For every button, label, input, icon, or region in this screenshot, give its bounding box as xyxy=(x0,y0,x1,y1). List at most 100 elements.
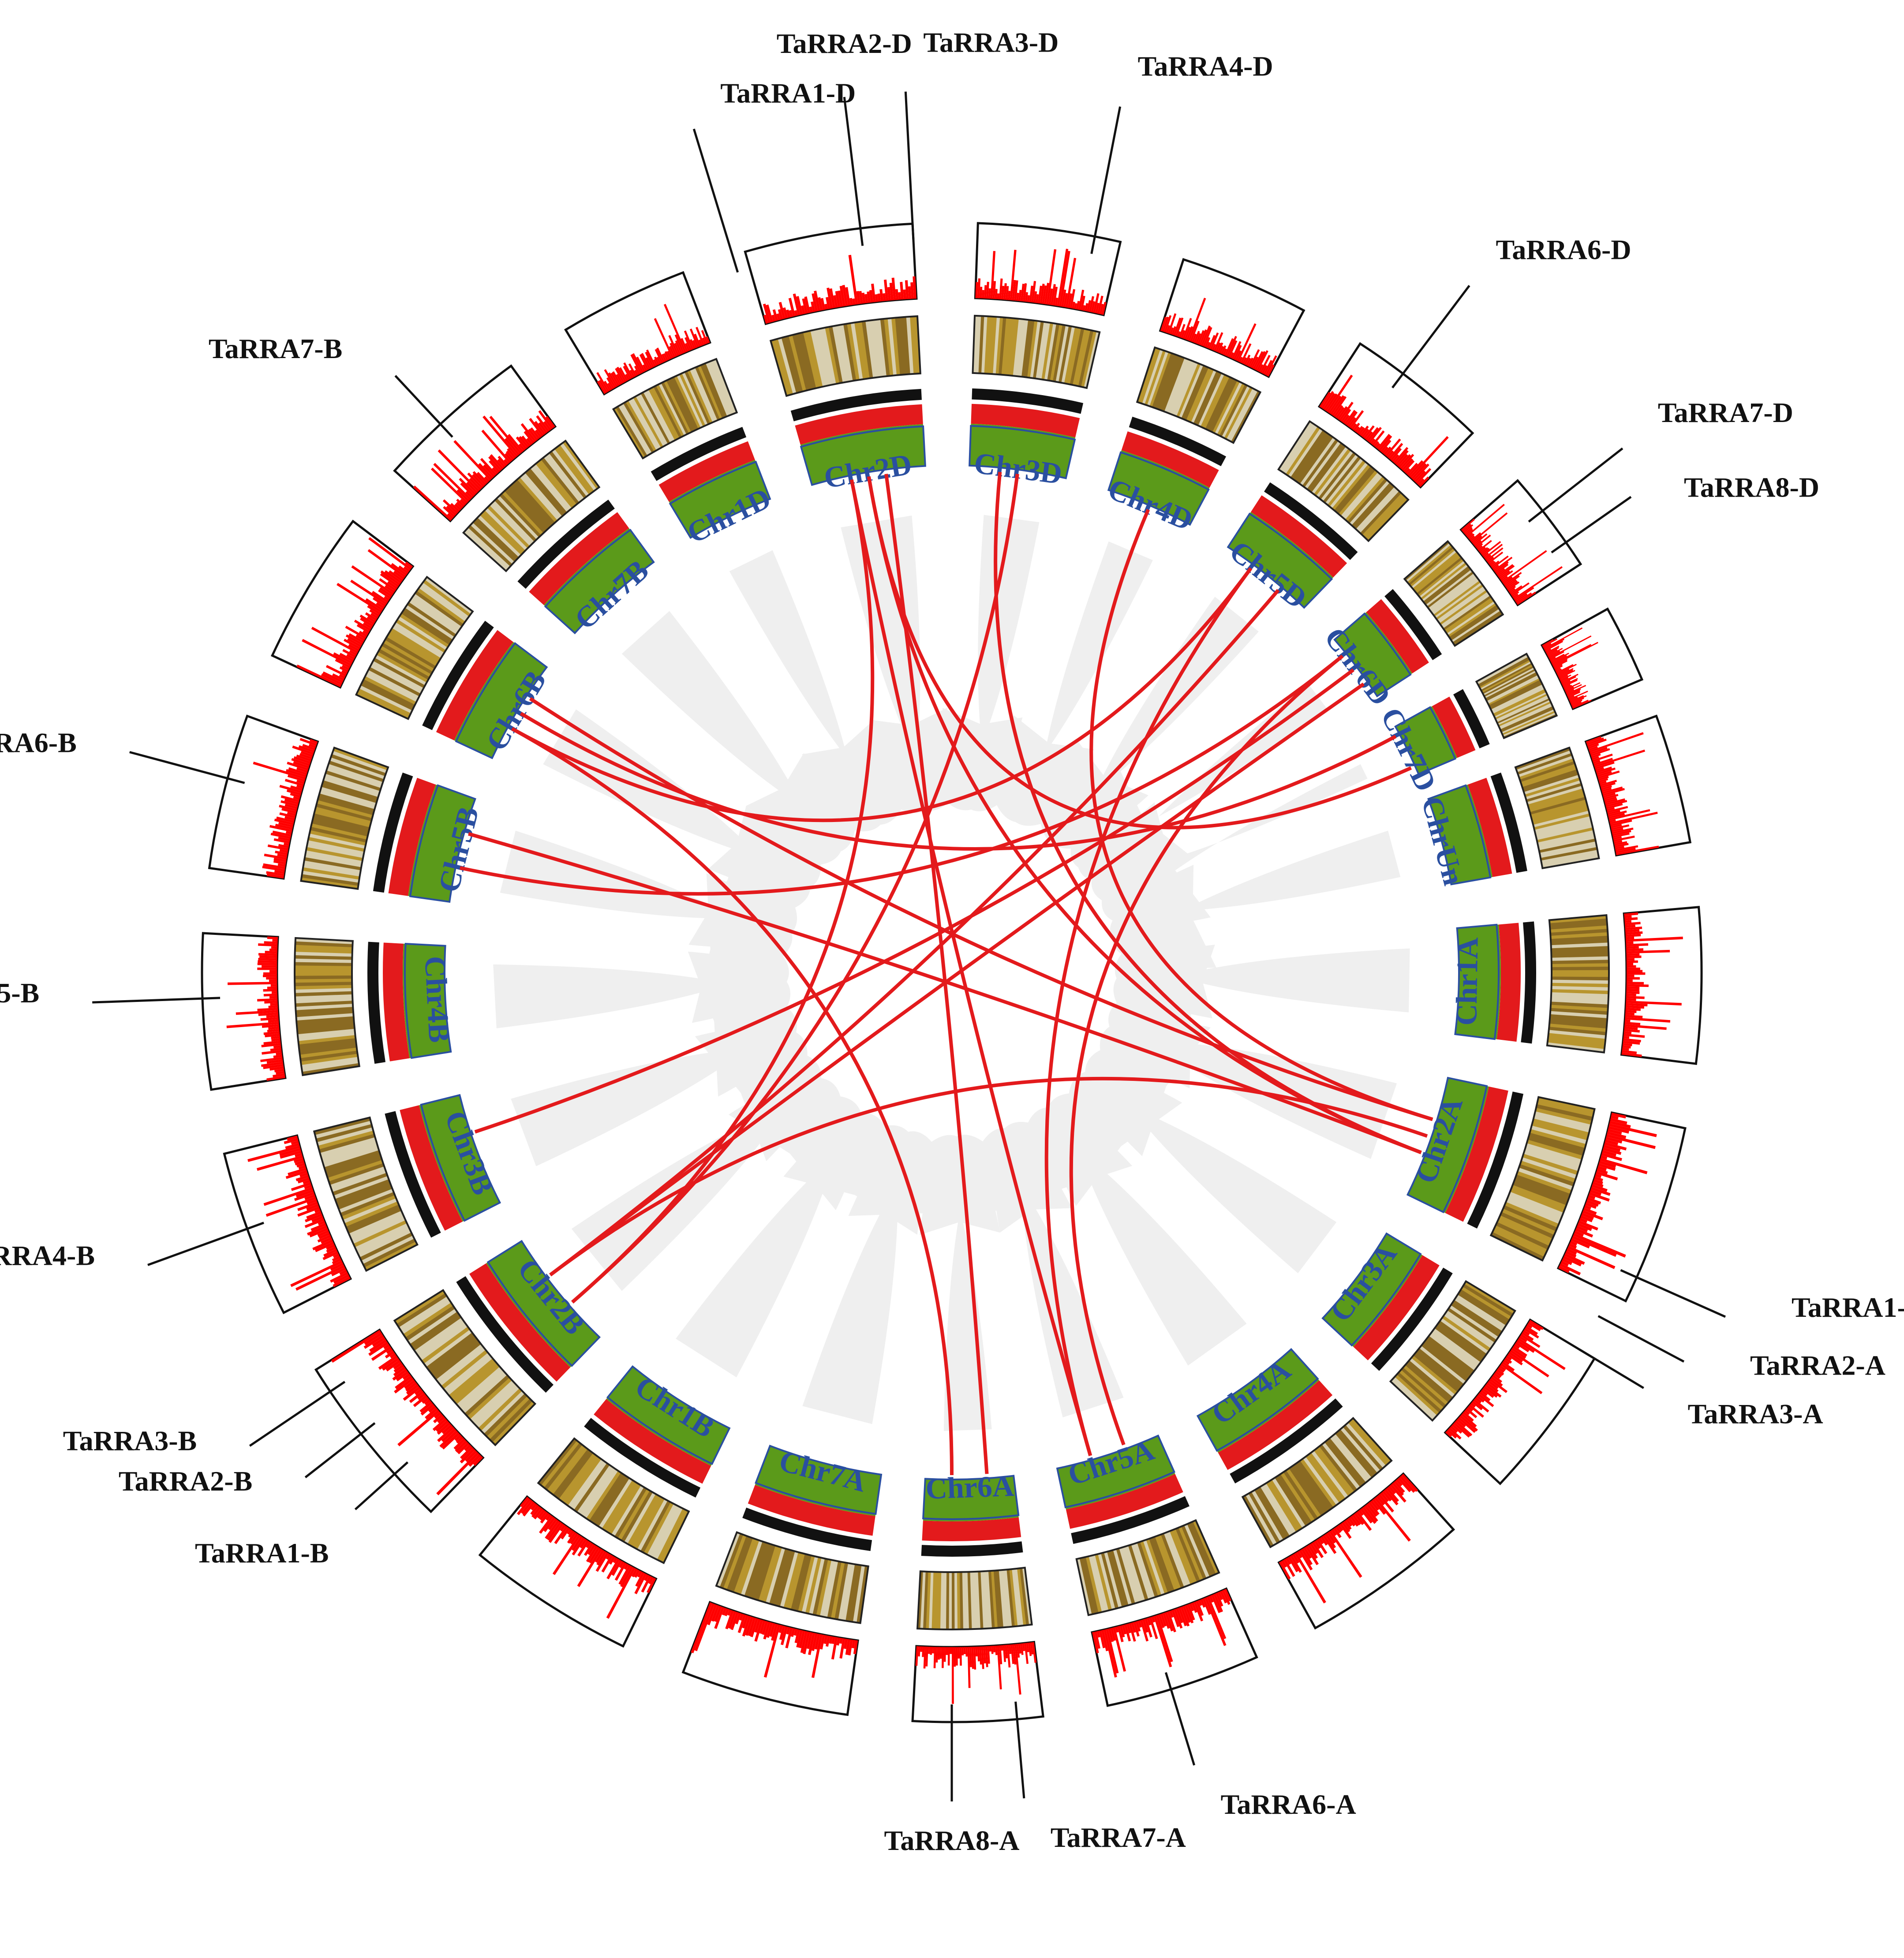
ideogram-green xyxy=(1228,512,1333,608)
ideogram-red xyxy=(1218,1380,1333,1470)
gene-label: TaRRA2-B xyxy=(119,1465,252,1497)
density-track xyxy=(1621,912,1683,1057)
density-track xyxy=(1279,1474,1418,1603)
gene-density-heatmap xyxy=(537,1437,690,1564)
chromosome-chr3d: Chr3D xyxy=(969,222,1122,491)
gene-label: TaRRA7-B xyxy=(209,333,342,364)
marker-ring xyxy=(742,1507,872,1551)
ideogram-red xyxy=(594,1399,711,1484)
marker-ring xyxy=(373,772,413,893)
density-frame xyxy=(270,519,415,689)
marker-ring xyxy=(1264,482,1358,560)
chromosome-chr7a: Chr7A xyxy=(681,1444,883,1716)
density-track xyxy=(1558,1113,1657,1276)
gene-label: TaRRA8-D xyxy=(1684,472,1819,503)
chromosome-chrun: ChrUn xyxy=(1415,714,1692,889)
chromosome-chr7d: Chr7D xyxy=(1374,607,1644,796)
ideogram-red xyxy=(469,1263,571,1382)
chromosome-chr1a: Chr1A xyxy=(1449,906,1703,1065)
chromosome-chr3a: Chr3A xyxy=(1321,1232,1596,1485)
duplication-links xyxy=(460,471,1433,1476)
ideogram-green xyxy=(1428,785,1493,885)
gene-density-heatmap xyxy=(462,439,601,572)
link-chr6b-chr2a xyxy=(529,697,1433,1121)
marker-ring xyxy=(367,942,386,1064)
density-frame xyxy=(1459,479,1582,607)
ideogram-red xyxy=(658,441,755,502)
ideogram-red xyxy=(436,630,513,740)
density-frame xyxy=(201,932,287,1091)
link-chr6b-chr5d xyxy=(511,567,1253,822)
density-track xyxy=(915,1642,1037,1704)
ideogram-green xyxy=(1197,1349,1320,1453)
chromosome-chr6d: Chr6D xyxy=(1318,479,1582,712)
chromosome-chr3b: Chr3B xyxy=(223,1094,501,1315)
gene-tarra4-d: TaRRA4-D xyxy=(1090,51,1273,254)
density-frame xyxy=(1277,1472,1455,1630)
ideogram-red xyxy=(1432,696,1476,758)
gene-label: TaRRA6-A xyxy=(1221,1789,1356,1820)
gene-tarra1-b: TaRRA1-B xyxy=(195,1461,409,1569)
gene-density-heatmap xyxy=(1546,914,1610,1054)
gene-tarra3-b: TaRRA3-B xyxy=(63,1381,346,1457)
marker-ring xyxy=(456,1276,554,1393)
chromosome-chr2d: Chr2D xyxy=(744,222,926,495)
gene-density-heatmap xyxy=(1136,346,1262,444)
ideogram-green xyxy=(543,528,654,633)
gene-tarra7-b: TaRRA7-B xyxy=(209,333,453,438)
link-chr6d-chr5a xyxy=(1069,654,1344,1446)
chromosome-chr2a: Chr2A xyxy=(1406,1076,1687,1303)
marker-ring xyxy=(1467,1091,1524,1229)
density-frame xyxy=(223,1134,352,1315)
gene-density-heatmap xyxy=(1241,1416,1393,1548)
marker-ring xyxy=(1129,416,1227,467)
gene-label: TaRRA3-A xyxy=(1688,1398,1823,1430)
gene-label: TaRRA1-A xyxy=(1792,1292,1904,1323)
marker-ring xyxy=(1230,1398,1343,1483)
ideogram-red xyxy=(1467,777,1512,877)
ideogram-red xyxy=(1066,1474,1183,1529)
gene-label: TaRRA4-B xyxy=(0,1240,95,1271)
synteny-ribbon xyxy=(943,541,1153,847)
gene-density-heatmap xyxy=(294,937,361,1076)
gene-tarra1-d: TaRRA1-D xyxy=(692,77,856,273)
gene-label: TaRRA6-B xyxy=(0,727,77,758)
gene-label: TaRRA3-B xyxy=(63,1425,197,1457)
marker-ring xyxy=(972,388,1084,414)
gene-label: TaRRA5-B xyxy=(0,977,39,1009)
ideogram-green xyxy=(486,1241,600,1368)
gene-label: TaRRA2-A xyxy=(1750,1350,1885,1381)
density-track xyxy=(413,410,555,521)
density-track xyxy=(296,537,413,688)
density-frame xyxy=(1444,1318,1596,1485)
synteny-ribbon xyxy=(621,611,889,892)
synteny-ribbons xyxy=(493,515,1410,1431)
ideogram-green xyxy=(969,423,1076,478)
ideogram-green xyxy=(1407,1078,1489,1213)
link-chr2d-chr6a xyxy=(884,474,989,1474)
chromosome-chr4b: Chr4B xyxy=(201,932,456,1091)
marker-ring xyxy=(1071,1496,1190,1544)
density-track xyxy=(975,248,1107,315)
gene-density-heatmap xyxy=(972,314,1101,389)
synteny-ribbon xyxy=(676,1077,921,1378)
marker-ring xyxy=(651,427,747,481)
density-frame xyxy=(1620,906,1703,1065)
gene-density-heatmap xyxy=(300,746,389,890)
synteny-ribbon xyxy=(783,1113,1000,1424)
density-track xyxy=(226,936,285,1081)
gene-density-heatmap xyxy=(355,575,474,720)
synteny-ribbon xyxy=(1070,764,1368,968)
ideogram-green xyxy=(408,785,475,902)
link-chr4d-chr2a xyxy=(1089,509,1433,1121)
chromosome-chr2b: Chr2B xyxy=(314,1240,601,1513)
gene-tarra5-b: TaRRA5-B xyxy=(0,977,221,1009)
marker-ring xyxy=(1384,589,1442,660)
chromosome-chr6a: Chr6A xyxy=(911,1469,1044,1723)
ideogram-green xyxy=(755,1446,881,1516)
density-frame xyxy=(1317,342,1474,489)
link-chr2a-chr2b xyxy=(549,1076,1428,1277)
ideogram-green xyxy=(1057,1435,1175,1510)
